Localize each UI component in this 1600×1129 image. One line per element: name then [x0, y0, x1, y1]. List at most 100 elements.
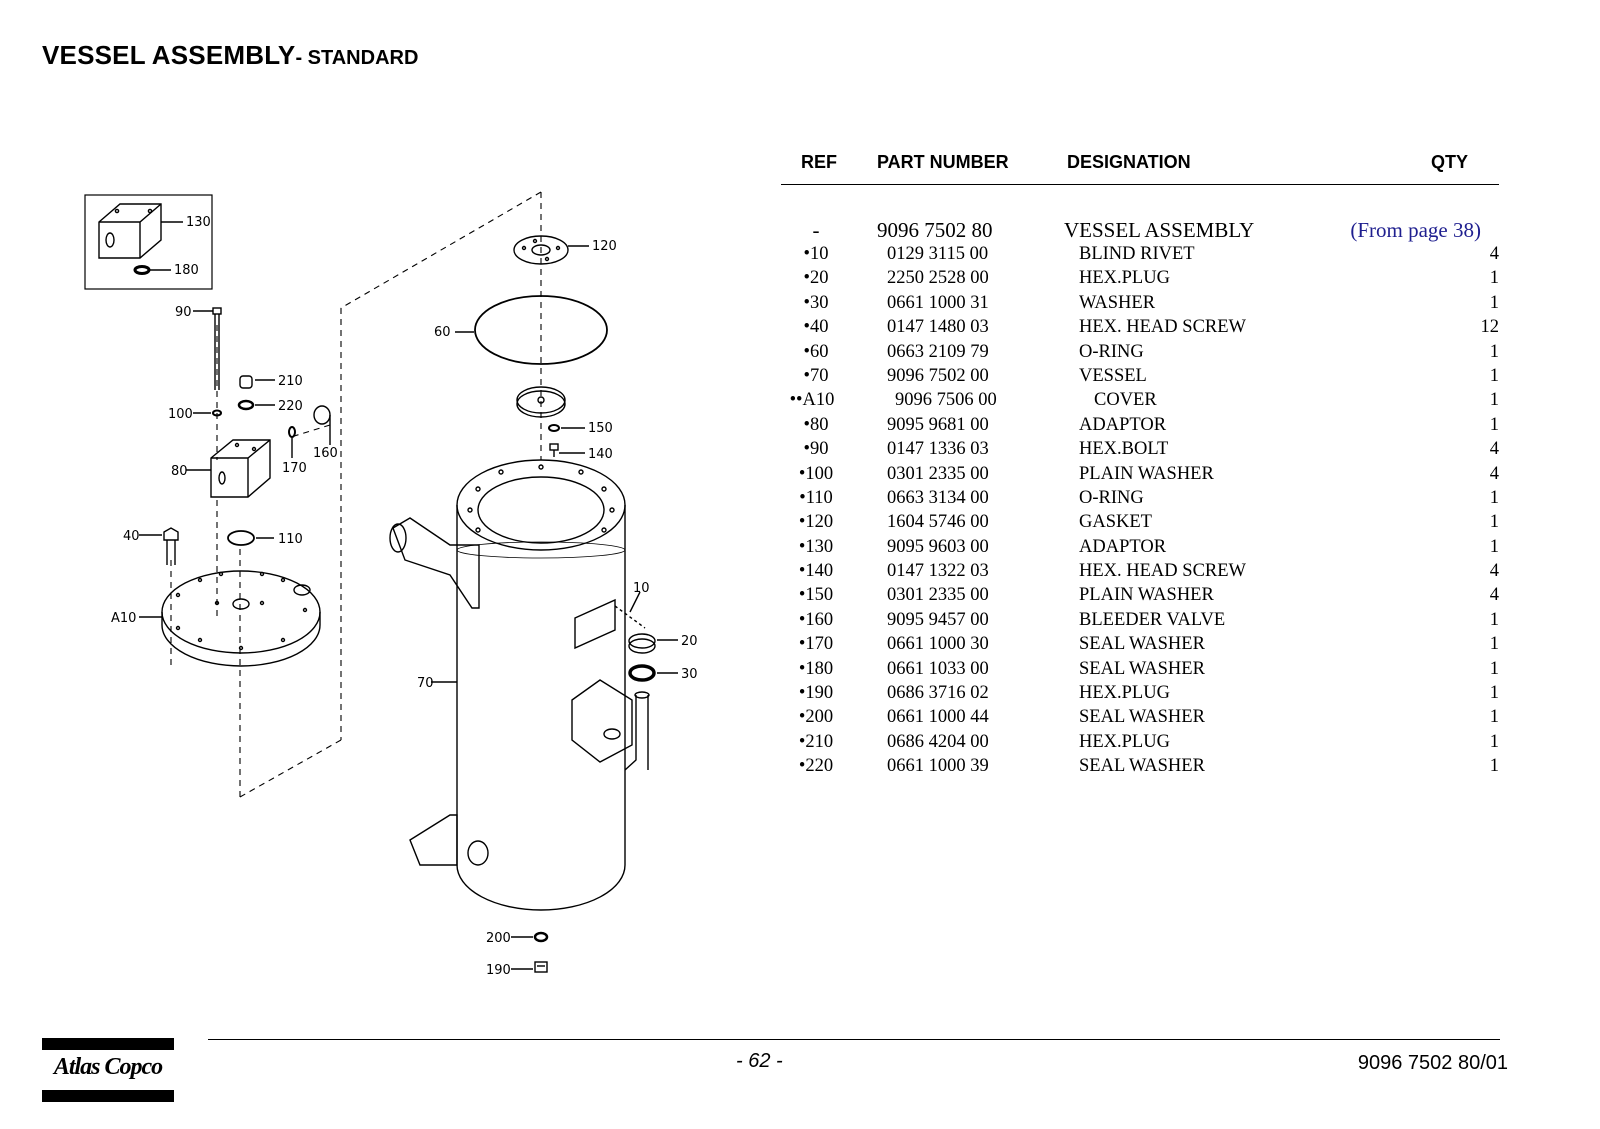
- cell-designation: WASHER: [1079, 292, 1156, 313]
- cell-ref: •60: [803, 341, 829, 362]
- cell-ref: •150: [798, 585, 834, 606]
- cell-qty: 4: [1489, 439, 1499, 460]
- cell-part-number: 0663 3134 00: [887, 487, 989, 508]
- cell-part-number: 0661 1000 44: [887, 707, 989, 728]
- cell-ref: •10: [803, 244, 829, 264]
- cell-part-number: 0661 1000 30: [887, 634, 989, 655]
- callout-180: 180: [174, 263, 199, 278]
- table-row: •220 0661 1000 39 SEAL WASHER 1: [781, 756, 1499, 780]
- cell-part-number: 0661 1000 39: [887, 756, 989, 777]
- cell-qty: 1: [1489, 365, 1499, 386]
- cell-qty: 1: [1489, 292, 1499, 313]
- cell-ref: -: [812, 218, 820, 242]
- cell-part-number: 0301 2335 00: [887, 585, 989, 606]
- cell-qty: 1: [1489, 390, 1499, 411]
- callout-210: 210: [278, 374, 303, 389]
- title-subtitle: - STANDARD: [295, 47, 419, 69]
- hex-screw-40: [139, 527, 179, 565]
- cell-designation: SEAL WASHER: [1079, 634, 1205, 655]
- callout-20: 20: [681, 634, 698, 649]
- exploded-parts-diagram: 130 180 120 60 90 210 220 100 160 80 170…: [84, 191, 698, 978]
- cell-designation: BLEEDER VALVE: [1079, 609, 1226, 630]
- cell-part-number: 9096 7502 00: [887, 365, 989, 386]
- logo-bar-bottom: [42, 1090, 174, 1102]
- cell-designation: VESSEL: [1079, 365, 1147, 386]
- cell-ref: •180: [798, 658, 834, 679]
- cell-qty: 1: [1489, 683, 1499, 704]
- cell-designation: SEAL WASHER: [1079, 658, 1205, 679]
- cell-designation: VESSEL ASSEMBLY: [1064, 218, 1255, 242]
- cell-designation: ADAPTOR: [1079, 414, 1167, 435]
- cell-qty: 1: [1489, 756, 1499, 777]
- cell-part-number: 2250 2528 00: [887, 268, 989, 289]
- callout-200: 200: [486, 931, 511, 946]
- cell-part-number: 0147 1480 03: [887, 317, 989, 338]
- cell-qty: 1: [1489, 536, 1499, 557]
- callout-90: 90: [175, 305, 192, 320]
- adaptor-80: [186, 439, 271, 498]
- page-title: VESSEL ASSEMBLY- STANDARD: [42, 40, 418, 71]
- callout-A10: A10: [111, 611, 136, 626]
- header-rule: [781, 184, 1499, 185]
- cell-designation: COVER: [1094, 390, 1157, 411]
- cell-ref: •20: [803, 268, 829, 289]
- cell-designation: O-RING: [1079, 341, 1144, 362]
- callout-10: 10: [633, 581, 650, 596]
- cell-qty: 4: [1489, 585, 1499, 606]
- cell-part-number: 0147 1322 03: [887, 561, 989, 582]
- col-header-designation: DESIGNATION: [1067, 152, 1191, 172]
- cell-part-number: 0301 2335 00: [887, 463, 989, 484]
- cell-ref: •70: [803, 365, 829, 386]
- callout-100: 100: [168, 407, 193, 422]
- callout-30: 30: [681, 667, 698, 682]
- callout-120: 120: [592, 239, 617, 254]
- cell-designation: PLAIN WASHER: [1079, 463, 1214, 484]
- table-row: •110 0663 3134 00 O-RING 1: [781, 488, 1499, 512]
- atlas-copco-logo: Atlas Copco: [42, 1038, 174, 1102]
- top-cover-plate: [516, 386, 566, 418]
- cell-qty: 1: [1489, 731, 1499, 752]
- cell-qty: 1: [1489, 634, 1499, 655]
- cell-designation: HEX.PLUG: [1079, 268, 1170, 289]
- cell-ref: •220: [798, 756, 834, 777]
- callout-170: 170: [282, 461, 307, 476]
- cell-ref: •110: [799, 487, 833, 508]
- cell-qty: 1: [1489, 512, 1499, 533]
- o-ring-60: [455, 295, 608, 365]
- cell-ref: •190: [798, 683, 834, 704]
- cell-ref: •170: [798, 634, 834, 655]
- cell-qty: 1: [1489, 487, 1499, 508]
- cell-qty: 1: [1489, 609, 1499, 630]
- washer-150-screw-140: [548, 424, 585, 457]
- cell-part-number: 1604 5746 00: [887, 512, 989, 533]
- cell-part-number: 9096 7506 00: [895, 390, 997, 411]
- callout-80: 80: [171, 464, 188, 479]
- vessel-70: [389, 459, 650, 911]
- cell-part-number: 0661 1033 00: [887, 658, 989, 679]
- from-page-link[interactable]: (From page 38): [1350, 218, 1481, 242]
- cell-ref: •200: [798, 707, 834, 728]
- cell-designation: O-RING: [1079, 487, 1144, 508]
- cell-qty: 1: [1489, 707, 1499, 728]
- callout-110: 110: [278, 532, 303, 547]
- callout-40: 40: [123, 529, 140, 544]
- cell-ref: •90: [803, 439, 829, 460]
- hex-bolt-90: [193, 307, 222, 417]
- cell-designation: SEAL WASHER: [1079, 756, 1205, 777]
- cell-part-number: 0686 3716 02: [887, 683, 989, 704]
- table-row: •70 9096 7502 00 VESSEL 1: [781, 365, 1500, 390]
